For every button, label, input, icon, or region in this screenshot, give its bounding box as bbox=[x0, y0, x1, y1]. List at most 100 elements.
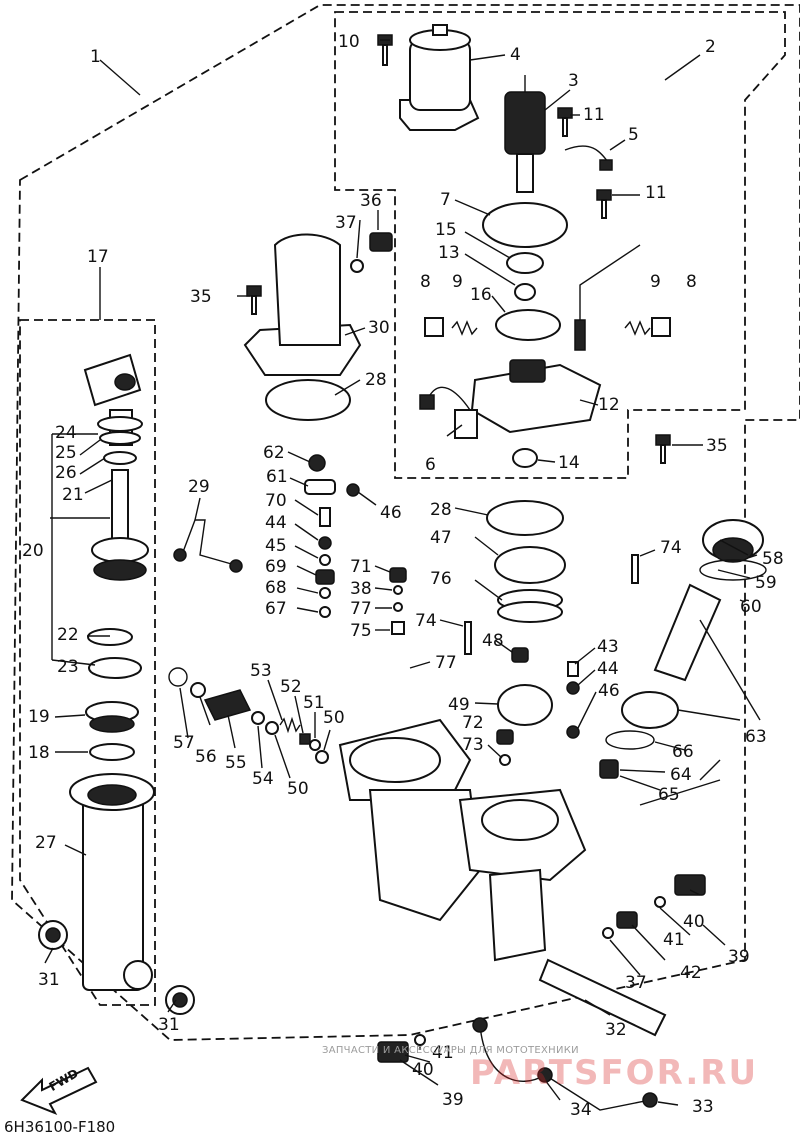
screw-74-right bbox=[631, 554, 639, 584]
oring-28-right bbox=[486, 500, 564, 536]
brush-part bbox=[599, 159, 613, 171]
ring-76-b bbox=[497, 601, 563, 623]
motor-part bbox=[399, 24, 480, 131]
callout-27: 27 bbox=[35, 833, 57, 853]
callout-48: 48 bbox=[482, 631, 504, 651]
fitting-40-right bbox=[674, 874, 706, 896]
fitting-40-lower bbox=[377, 1041, 409, 1063]
spring-9-right bbox=[624, 320, 651, 336]
callout-57: 57 bbox=[173, 733, 195, 753]
callout-9-left: 9 bbox=[452, 272, 463, 292]
spring-68 bbox=[319, 587, 331, 599]
callout-46-upper: 46 bbox=[380, 503, 402, 523]
callout-41-lower: 41 bbox=[432, 1043, 454, 1063]
callout-8-right: 8 bbox=[686, 272, 697, 292]
callout-37-top: 37 bbox=[335, 213, 357, 233]
screw-62 bbox=[308, 454, 326, 472]
callout-37-lower: 37 bbox=[625, 973, 647, 993]
pump-body bbox=[338, 718, 587, 962]
pipe-29 bbox=[179, 519, 236, 566]
screw-46-lower bbox=[566, 725, 580, 739]
screw-10-shank bbox=[382, 44, 388, 66]
harness-6 bbox=[419, 386, 478, 439]
callout-11-top: 11 bbox=[583, 105, 605, 125]
spring-43 bbox=[567, 661, 579, 677]
oring-54 bbox=[251, 711, 265, 725]
document-code: 6H36100-F180 bbox=[4, 1118, 116, 1136]
callout-5: 5 bbox=[628, 125, 639, 145]
callout-23: 23 bbox=[57, 657, 79, 677]
callout-18: 18 bbox=[28, 743, 50, 763]
callout-38: 38 bbox=[350, 579, 372, 599]
callout-17: 17 bbox=[87, 247, 109, 267]
callout-44-right: 44 bbox=[597, 659, 619, 679]
callout-11-lower: 11 bbox=[645, 183, 667, 203]
callout-60: 60 bbox=[740, 597, 762, 617]
seal-59 bbox=[712, 537, 754, 563]
fwd-arrow-icon bbox=[20, 1066, 98, 1115]
callout-2: 2 bbox=[705, 37, 716, 57]
callout-72: 72 bbox=[462, 713, 484, 733]
callout-16: 16 bbox=[470, 285, 492, 305]
lead-wire bbox=[579, 244, 641, 330]
callout-41-right: 41 bbox=[663, 930, 685, 950]
plate-61 bbox=[304, 479, 336, 495]
callout-53: 53 bbox=[250, 661, 272, 681]
oring-18 bbox=[89, 743, 135, 761]
callout-35-left: 35 bbox=[190, 287, 212, 307]
plug-36 bbox=[369, 232, 393, 252]
callout-54: 54 bbox=[252, 769, 274, 789]
pipe-34-joint bbox=[537, 1067, 553, 1083]
bushing-31-right-core bbox=[172, 992, 188, 1008]
oring-73 bbox=[499, 754, 511, 766]
cylinder-27 bbox=[69, 773, 155, 991]
screw-46-upper bbox=[346, 483, 360, 497]
screw-11-top bbox=[557, 107, 573, 119]
screw-35-right bbox=[655, 434, 671, 446]
pipe-34-fitting bbox=[472, 1017, 488, 1033]
callout-7: 7 bbox=[440, 190, 451, 210]
oring-41-lower bbox=[414, 1034, 426, 1046]
spring-9-left bbox=[451, 320, 478, 336]
fitting-65 bbox=[599, 759, 619, 779]
callout-47: 47 bbox=[430, 528, 452, 548]
callout-43: 43 bbox=[597, 637, 619, 657]
spring-53 bbox=[279, 716, 301, 734]
spring-77-upper bbox=[393, 602, 403, 612]
ball-38 bbox=[393, 585, 403, 595]
callout-67: 67 bbox=[265, 599, 287, 619]
ball-44-left bbox=[318, 536, 332, 550]
callout-9-right: 9 bbox=[650, 272, 661, 292]
callout-40-right: 40 bbox=[683, 912, 705, 932]
callout-31-right: 31 bbox=[158, 1015, 180, 1035]
gland-19 bbox=[89, 715, 135, 733]
rod-63 bbox=[653, 583, 722, 682]
callout-61: 61 bbox=[266, 467, 288, 487]
callout-4: 4 bbox=[510, 45, 521, 65]
ball-52 bbox=[299, 733, 311, 745]
callout-12: 12 bbox=[598, 395, 620, 415]
callout-28-left: 28 bbox=[365, 370, 387, 390]
callout-1: 1 bbox=[90, 47, 101, 67]
pipe-29-fitting-a bbox=[173, 548, 187, 562]
callout-71: 71 bbox=[350, 557, 372, 577]
brush-8-left bbox=[424, 317, 444, 337]
callout-20: 20 bbox=[22, 541, 44, 561]
valve-48 bbox=[511, 647, 529, 663]
callout-29: 29 bbox=[188, 477, 210, 497]
bearing-13 bbox=[514, 283, 536, 301]
callout-50-right: 50 bbox=[323, 708, 345, 728]
callout-45: 45 bbox=[265, 536, 287, 556]
callout-39-right: 39 bbox=[728, 947, 750, 967]
callout-58: 58 bbox=[762, 549, 784, 569]
screw-11-top-shank bbox=[562, 117, 568, 137]
oring-22 bbox=[87, 628, 133, 646]
callout-46-lower: 46 bbox=[598, 681, 620, 701]
callout-77-lower: 77 bbox=[435, 653, 457, 673]
oring-67 bbox=[319, 606, 331, 618]
watermark-caption: ЗАПЧАСТИ И АКСЕССУАРЫ ДЛЯ МОТОТЕХНИКИ bbox=[322, 1045, 579, 1056]
callout-36: 36 bbox=[360, 191, 382, 211]
pipe-33-fitting bbox=[642, 1092, 658, 1108]
callout-52: 52 bbox=[280, 677, 302, 697]
callout-39-lower: 39 bbox=[442, 1090, 464, 1110]
